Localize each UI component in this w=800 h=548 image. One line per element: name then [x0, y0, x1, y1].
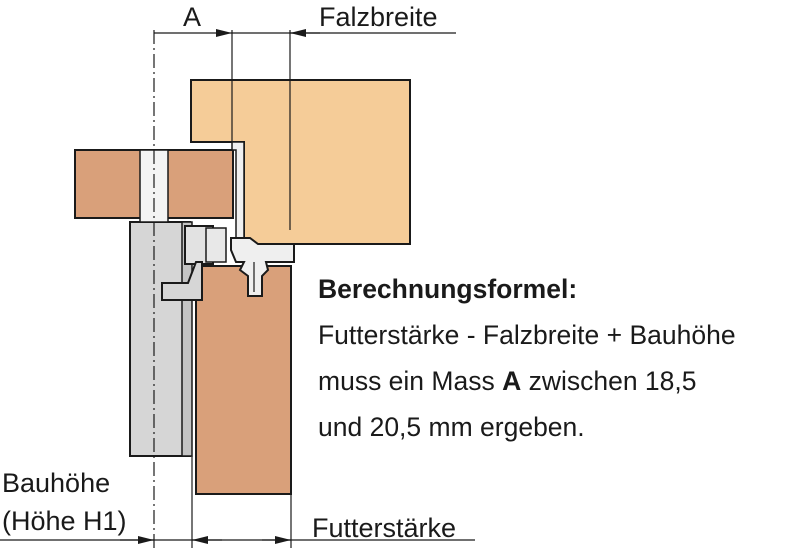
formula-line-2-pre: muss ein Mass — [318, 366, 503, 396]
calculation-formula-box: Berechnungsformel: Futterstärke - Falzbr… — [318, 266, 798, 450]
formula-title: Berechnungsformel: — [318, 274, 578, 304]
formula-line-3: und 20,5 mm ergeben. — [318, 412, 585, 442]
label-a: A — [183, 2, 202, 32]
hinge-body — [129, 221, 191, 457]
formula-line-2: muss ein Mass A zwischen 18,5 — [318, 358, 798, 404]
hinge-plate — [181, 221, 193, 457]
hinge-bracket — [161, 261, 203, 301]
frame-lining — [195, 265, 292, 495]
label-falzbreite: Falzbreite — [319, 2, 438, 32]
formula-line-1: Futterstärke - Falzbreite + Bauhöhe — [318, 320, 736, 350]
label-futterstaerke: Futterstärke — [312, 513, 457, 543]
hinge-knuckle-inner — [205, 227, 227, 263]
label-bauhoehe: Bauhöhe — [2, 468, 111, 498]
formula-line-2-a: A — [502, 366, 522, 396]
seal-profile — [230, 237, 295, 297]
formula-line-2-post: zwischen 18,5 — [521, 366, 697, 396]
label-hoehe-h1: (Höhe H1) — [2, 506, 127, 536]
